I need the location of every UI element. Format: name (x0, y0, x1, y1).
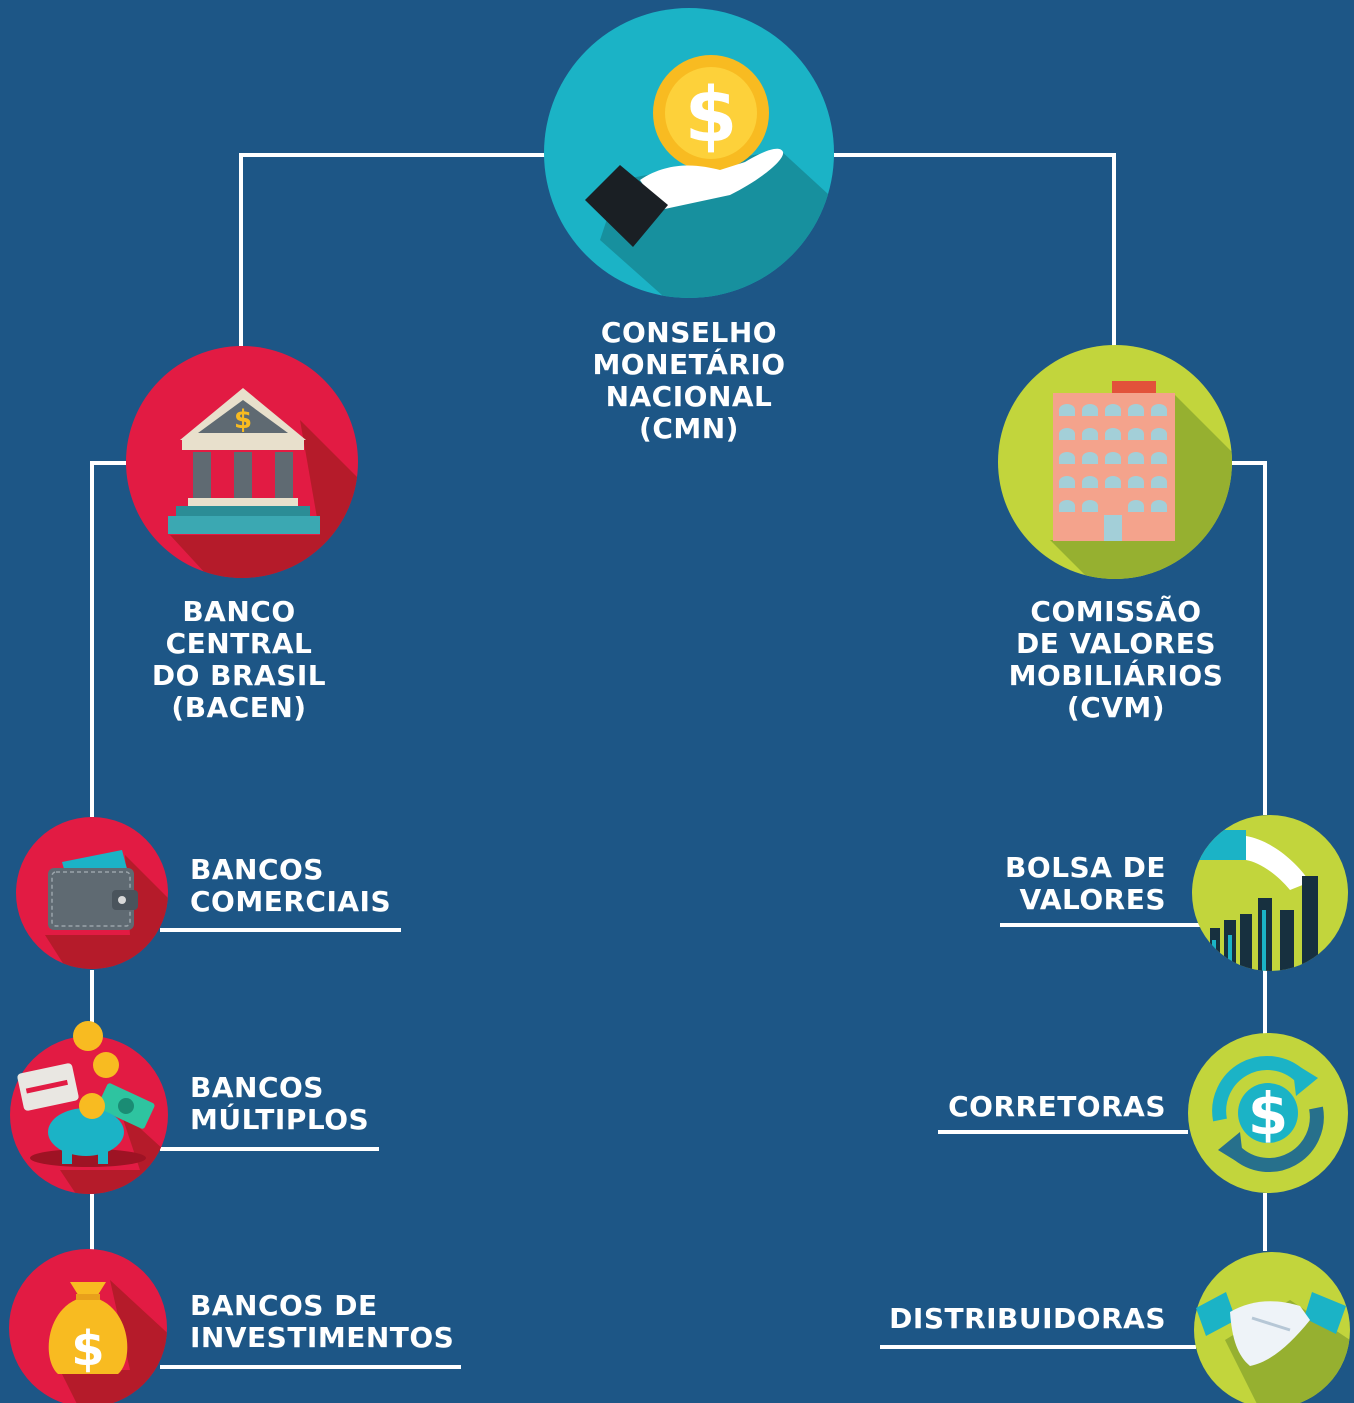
connector-cmn-bacen (239, 153, 545, 346)
corretoras-label-line: CORRETORAS (948, 1090, 1166, 1123)
distribuidoras-label-line: DISTRIBUIDORAS (889, 1302, 1166, 1335)
bank-building-icon: $ (168, 388, 320, 534)
building-window (1151, 452, 1167, 464)
multiplos-label: BANCOS MÚLTIPLOS (190, 1072, 369, 1136)
building-window (1082, 452, 1098, 464)
comerciais-label: BANCOS COMERCIAIS (190, 854, 391, 918)
cvm-label-line: DE VALORES (1015, 627, 1217, 660)
cmn-label-line: CONSELHO (600, 316, 778, 349)
bolsa-label-line: VALORES (1019, 883, 1166, 916)
bacen-label-line: CENTRAL (165, 627, 313, 660)
connectors (90, 153, 1267, 1369)
multiplos-node (10, 1021, 168, 1194)
building-window (1059, 500, 1075, 512)
cmn-label-line: NACIONAL (605, 380, 773, 413)
connector-cmn-cvm (834, 153, 1116, 346)
cvm-node (998, 345, 1232, 579)
cvm-label-line: COMISSÃO (1030, 595, 1202, 628)
svg-text:$: $ (1248, 1080, 1288, 1148)
multiplos-label-line: MÚLTIPLOS (190, 1103, 370, 1136)
building-window (1105, 404, 1121, 416)
building-window (1151, 500, 1167, 512)
cmn-node: $ (544, 8, 834, 298)
investimentos-label-line: INVESTIMENTOS (190, 1321, 455, 1354)
building-window (1105, 476, 1121, 488)
bacen-label: BANCO CENTRAL DO BRASIL (BACEN) (119, 596, 359, 724)
cvm-label-line: (CVM) (1066, 691, 1166, 724)
building-window (1128, 452, 1144, 464)
building-window (1128, 476, 1144, 488)
corretoras-label: CORRETORAS (900, 1091, 1166, 1123)
office-building-icon (1053, 381, 1175, 541)
piggy-bank-icon (17, 1021, 155, 1167)
bacen-label-line: DO BRASIL (151, 659, 327, 692)
building-window (1105, 428, 1121, 440)
building-window (1151, 428, 1167, 440)
investimentos-label-line: BANCOS DE (190, 1289, 378, 1322)
building-window (1128, 500, 1144, 512)
building-window (1059, 428, 1075, 440)
bolsa-label-line: BOLSA DE (1005, 851, 1166, 884)
bacen-node: $ (126, 346, 358, 578)
building-window (1151, 476, 1167, 488)
money-bag-icon: $ (48, 1282, 128, 1377)
wallet-icon (48, 850, 138, 930)
investimentos-label: BANCOS DE INVESTIMENTOS (190, 1290, 454, 1354)
cvm-label-line: MOBILIÁRIOS (1008, 659, 1224, 692)
building-window (1151, 404, 1167, 416)
cmn-label-line: MONETÁRIO (592, 348, 786, 381)
building-window (1059, 404, 1075, 416)
cmn-label: CONSELHO MONETÁRIO NACIONAL (CMN) (559, 317, 819, 445)
distribuidoras-label: DISTRIBUIDORAS (850, 1303, 1166, 1335)
investimentos-node: $ (9, 1249, 167, 1403)
svg-text:$: $ (234, 405, 252, 435)
connector-cvm-right (1232, 461, 1267, 815)
dollar-exchange-icon: $ (1212, 1056, 1324, 1172)
building-window (1082, 428, 1098, 440)
building-window (1059, 452, 1075, 464)
svg-text:$: $ (685, 70, 738, 159)
comerciais-label-line: COMERCIAIS (190, 885, 392, 918)
cvm-label: COMISSÃO DE VALORES MOBILIÁRIOS (CVM) (984, 596, 1248, 724)
comerciais-label-line: BANCOS (190, 853, 324, 886)
cmn-label-line: (CMN) (639, 412, 739, 445)
distribuidoras-node (1194, 1252, 1350, 1403)
comerciais-node (16, 817, 168, 969)
hand-holding-coin-icon: $ (585, 55, 784, 247)
building-window (1128, 428, 1144, 440)
connector-bacen-left (90, 461, 126, 817)
building-window (1059, 476, 1075, 488)
building-window (1105, 452, 1121, 464)
multiplos-label-line: BANCOS (190, 1071, 324, 1104)
bolsa-label: BOLSA DE VALORES (950, 852, 1166, 916)
bacen-label-line: (BACEN) (171, 691, 307, 724)
handshake-icon (1196, 1292, 1346, 1366)
stock-chart-icon (1196, 830, 1197, 831)
svg-text:$: $ (71, 1321, 104, 1377)
building-window (1082, 500, 1098, 512)
bolsa-node (1192, 815, 1348, 971)
corretoras-node: $ (1188, 1033, 1348, 1193)
building-window (1128, 404, 1144, 416)
building-window (1082, 476, 1098, 488)
bacen-label-line: BANCO (182, 595, 296, 628)
building-window (1082, 404, 1098, 416)
